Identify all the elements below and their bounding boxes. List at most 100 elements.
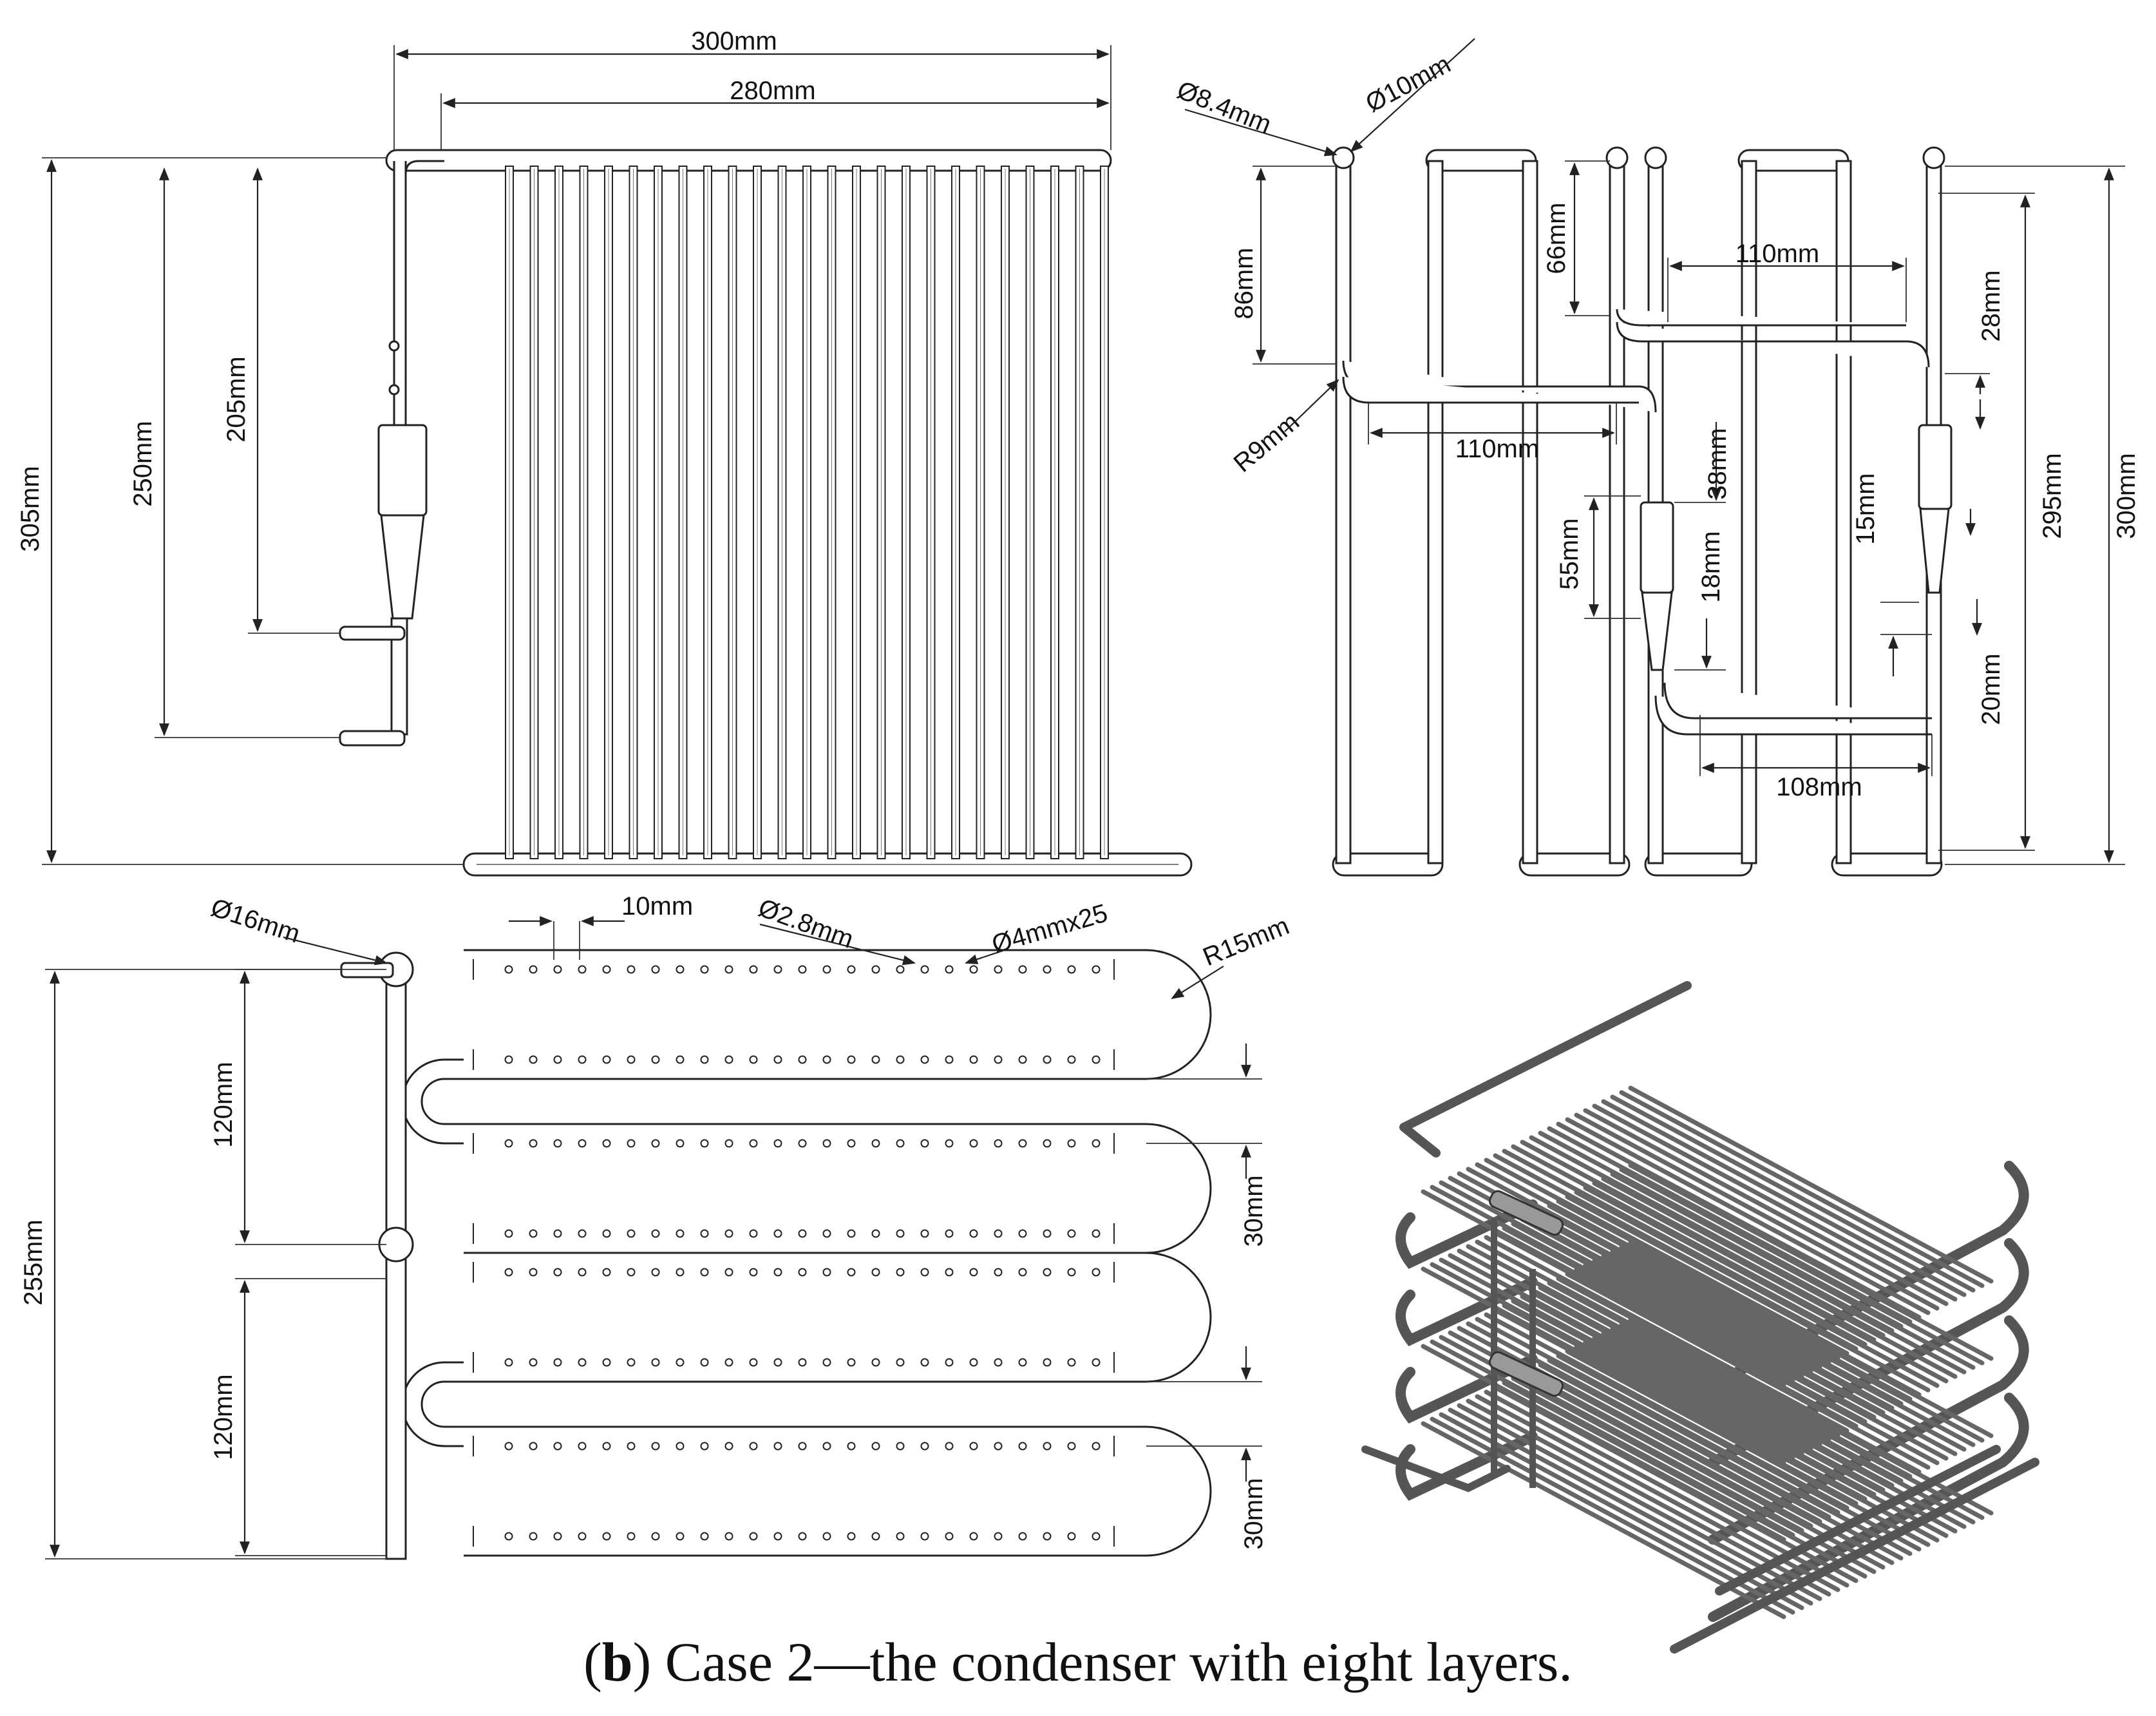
- front-view: 300mm 280mm 305mm 250mm 205mm: [16, 27, 1193, 877]
- iso-tube: [1592, 1181, 1958, 1379]
- fin-dot: [1043, 1055, 1052, 1064]
- iso-tube: [1511, 1299, 1877, 1497]
- dim-dia-16: Ø16mm: [207, 893, 303, 949]
- fin-dot: [822, 1358, 831, 1367]
- fin-dot: [1043, 1139, 1052, 1148]
- dim-height-305: 305mm: [16, 466, 44, 551]
- fin-dot: [773, 965, 782, 974]
- fin-dot: [920, 1532, 929, 1541]
- side-view: Ø8.4mm Ø10mm R9mm 86mm 66mm 110mm 110mm …: [1173, 38, 2141, 877]
- iso-tube: [1619, 1090, 1985, 1288]
- fin-dot: [871, 1229, 880, 1238]
- iso-tube: [1556, 1121, 1922, 1320]
- fin-dot: [700, 1139, 709, 1148]
- fin-dot: [871, 1532, 880, 1541]
- iso-frame: [1715, 1445, 2001, 1596]
- fin-dot: [920, 1358, 929, 1367]
- iso-tube: [1592, 1103, 1958, 1302]
- fin-dot: [969, 1229, 978, 1238]
- fin-dot: [1043, 1268, 1052, 1277]
- fin-dot: [1067, 1139, 1076, 1148]
- iso-tube: [1565, 1194, 1931, 1393]
- fin-dot: [945, 1532, 954, 1541]
- fin-dot: [994, 1358, 1003, 1367]
- iso-frame: [1361, 1445, 1511, 1492]
- fin-dot: [578, 1532, 587, 1541]
- fin-dot: [651, 1442, 660, 1451]
- dim-120-a: 120mm: [209, 1062, 238, 1147]
- dim-110-bottom: 110mm: [1455, 435, 1539, 463]
- fin-dot: [676, 965, 685, 974]
- iso-tube: [1502, 1226, 1868, 1424]
- fin-dot-rows: [473, 959, 1115, 1547]
- isometric-view: [1361, 981, 2039, 1654]
- fin-dot: [969, 1358, 978, 1367]
- fin-dot: [822, 1442, 831, 1451]
- iso-tube: [1583, 1185, 1949, 1384]
- fin-dot: [1043, 1442, 1052, 1451]
- fin-dot: [504, 1358, 513, 1367]
- iso-tube: [1601, 1099, 1967, 1297]
- fin-dot: [651, 1358, 660, 1367]
- fin-dot: [896, 965, 905, 974]
- dim-dia-10: Ø10mm: [1361, 50, 1455, 118]
- dim-28: 28mm: [1977, 270, 2005, 341]
- dim-295: 295mm: [2038, 453, 2066, 539]
- fin-dot: [724, 1229, 733, 1238]
- fin-tubes: [505, 166, 1109, 859]
- fin-dot: [994, 1532, 1003, 1541]
- fin-dot: [969, 1442, 978, 1451]
- fin-dot: [798, 1442, 807, 1451]
- iso-tube: [1619, 1244, 1985, 1443]
- fin-dot: [847, 1442, 856, 1451]
- iso-tube: [1601, 1176, 1967, 1375]
- iso-tube: [1574, 1267, 1940, 1465]
- iso-tube: [1538, 1130, 1904, 1329]
- iso-tube: [1466, 1167, 1831, 1365]
- fin-dot: [627, 965, 636, 974]
- fin-dot: [651, 965, 660, 974]
- fin-dot: [822, 965, 831, 974]
- fin-dot: [798, 1139, 807, 1148]
- iso-loop: [1708, 1238, 2029, 1467]
- fin-dot: [529, 1055, 538, 1064]
- iso-tube: [1556, 1199, 1922, 1397]
- fin-dot: [627, 1442, 636, 1451]
- fin-dot: [651, 1532, 660, 1541]
- fin-dot: [798, 1358, 807, 1367]
- fin-dot: [602, 1055, 611, 1064]
- fin-dot: [1018, 965, 1027, 974]
- fin-dot: [871, 965, 880, 974]
- fin-dot: [822, 1229, 831, 1238]
- fin-dot: [822, 1055, 831, 1064]
- fin-dot: [1092, 1442, 1101, 1451]
- fin-dot: [602, 965, 611, 974]
- fin-dot: [1018, 1139, 1027, 1148]
- fin-dot: [627, 1268, 636, 1277]
- fin-dot: [529, 1358, 538, 1367]
- caption-label: b: [601, 1631, 633, 1693]
- iso-tube: [1583, 1108, 1949, 1306]
- fin-dot: [847, 1532, 856, 1541]
- iso-loop: [1708, 1393, 2029, 1622]
- fin-dot: [847, 1055, 856, 1064]
- fin-dot: [1043, 1229, 1052, 1238]
- iso-tube: [1529, 1290, 1895, 1488]
- dim-120-b: 120mm: [209, 1374, 238, 1460]
- fin-dot: [651, 1229, 660, 1238]
- dim-66: 66mm: [1542, 202, 1571, 274]
- top-view: Ø16mm 10mm Ø2.8mm Ø4mmx25 R15mm 120mm 12…: [19, 892, 1293, 1560]
- fin-dot: [847, 1139, 856, 1148]
- fin-dot: [749, 1055, 758, 1064]
- fin-dot: [798, 1268, 807, 1277]
- iso-loop: [1708, 1315, 2029, 1545]
- fin-dot: [1018, 1055, 1027, 1064]
- fin-dot: [847, 1229, 856, 1238]
- fin-dot: [1018, 1532, 1027, 1541]
- fin-dot: [504, 1532, 513, 1541]
- fin-dot: [700, 1268, 709, 1277]
- fin-dot: [578, 1268, 587, 1277]
- iso-tube: [1529, 1212, 1895, 1411]
- fin-dot: [749, 1532, 758, 1541]
- fin-dot: [871, 1442, 880, 1451]
